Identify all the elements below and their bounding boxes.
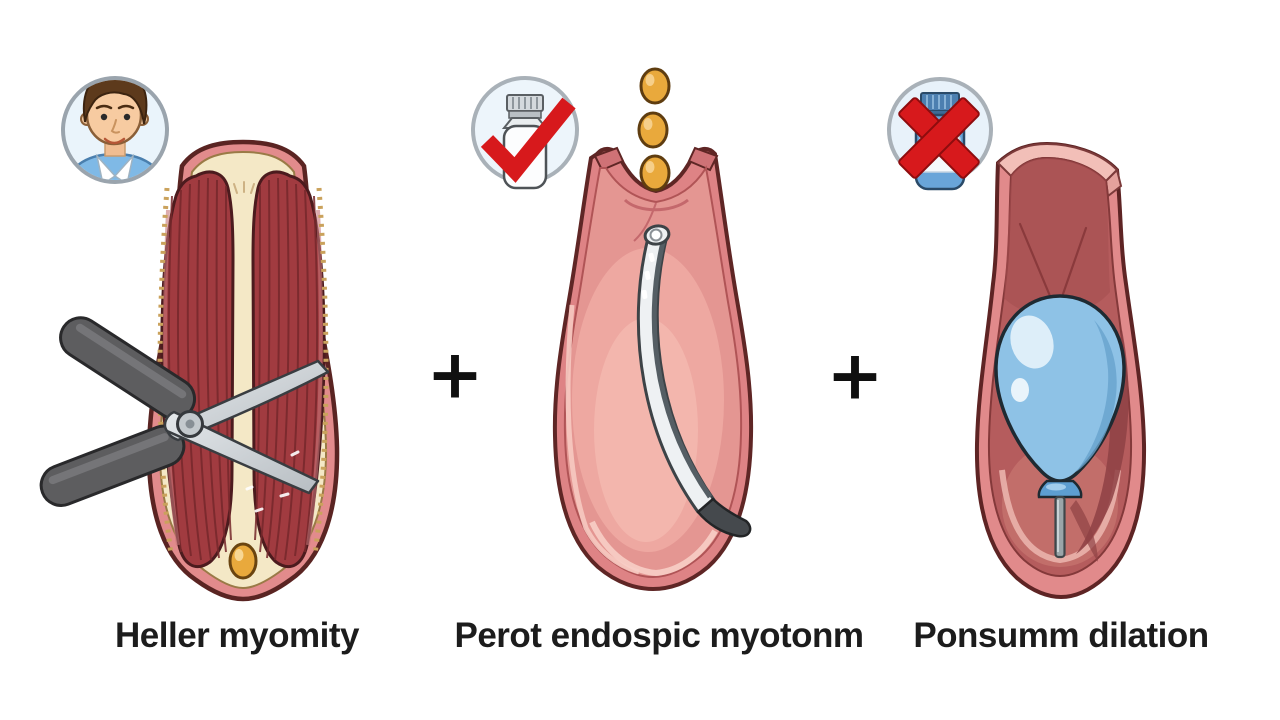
gland-at-base [228,542,258,580]
panel-surgical-myotomy [39,76,340,602]
catheter-stem [1054,495,1066,559]
balloon-highlight [1010,315,1054,369]
pills [637,67,671,192]
pill [639,154,671,192]
panel-pneumatic-dilation [887,77,1147,600]
scissors-handle-upper [59,316,197,421]
scissors-blade-lower [163,410,320,495]
avatar-hair [82,80,148,125]
endoscopic-knife [636,224,752,538]
dilation-balloon [994,294,1126,559]
interior-top-shading [1004,158,1110,317]
mucosal-creases [1018,222,1088,298]
mucosa-texture [233,181,255,194]
plus-separator-left: + [426,335,484,415]
scissors-pivot-center [185,419,195,429]
treatment-label: Perot endospic myotonm [454,616,864,655]
vial-check-icon [471,76,579,190]
treatment-label: Heller myomity [115,616,359,655]
treatment-label: Ponsumm dilation [913,616,1209,655]
check-mark [480,97,576,183]
pill [637,111,669,149]
scissors [39,316,330,507]
vial-cross-icon [887,77,993,191]
panel-endoscopic-myotomy [471,67,754,592]
pill [639,67,671,105]
rim-fold-right [687,146,719,172]
cross-mark [898,97,980,179]
plus-separator-right: + [826,336,884,416]
knife-scale-marks [641,252,655,299]
patient-avatar-icon [61,76,169,184]
rim-fold-left [593,146,625,172]
inner-rim-highlight [565,304,640,575]
knife-band-dark-edge [651,241,713,499]
knife-dark-tip [696,497,752,538]
knife-tip-eyelet [649,228,663,242]
balloon-shade [1076,320,1117,472]
inner-bottom-rim [999,469,1121,564]
